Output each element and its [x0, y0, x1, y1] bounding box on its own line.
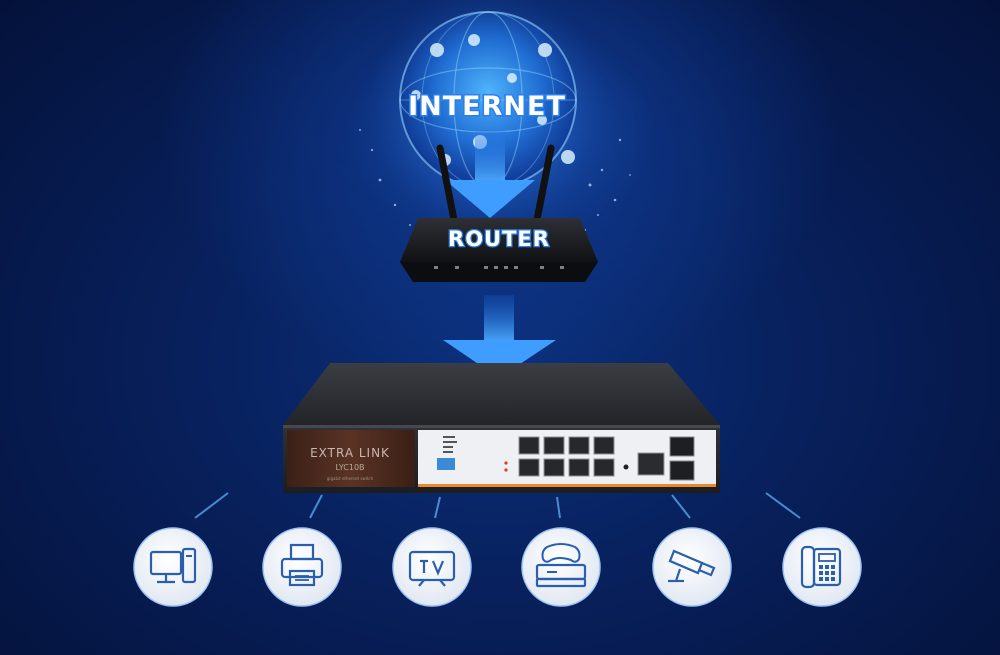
- device-item: [392, 527, 472, 607]
- ethernet-port: [568, 436, 590, 455]
- globe-particles: [359, 129, 631, 231]
- device-connector-lines: [194, 492, 801, 519]
- internet-label: INTERNET: [408, 91, 566, 122]
- network-switch: [283, 363, 720, 493]
- router-label: ROUTER: [448, 227, 550, 251]
- ethernet-port: [518, 436, 540, 455]
- ethernet-port-group: [518, 436, 615, 477]
- device-item: [782, 527, 862, 607]
- game-console-icon: [535, 543, 587, 588]
- ethernet-port: [568, 458, 590, 477]
- router-device: [400, 144, 598, 282]
- device-item: [133, 527, 213, 607]
- switch-reset-button: [623, 464, 629, 470]
- ethernet-port: [518, 458, 540, 477]
- device-item: [652, 527, 732, 607]
- ethernet-port: [593, 458, 615, 477]
- device-item: [521, 527, 601, 607]
- switch-model: LYC10B: [335, 463, 364, 472]
- uplink-port: [637, 452, 665, 476]
- router-antenna-right: [532, 144, 555, 229]
- device-circle: [521, 527, 601, 607]
- desktop-computer-icon: [149, 547, 197, 584]
- device-circle: [262, 527, 342, 607]
- ethernet-port: [593, 436, 615, 455]
- ethernet-port: [543, 458, 565, 477]
- device-row: [133, 527, 862, 607]
- switch-status-leds: [437, 436, 508, 472]
- internet-globe: [359, 0, 631, 231]
- device-circle: [133, 527, 213, 607]
- globe-node-icons: [411, 34, 575, 166]
- device-circle: [652, 527, 732, 607]
- device-circle: [392, 527, 472, 607]
- router-antenna-left: [436, 144, 459, 229]
- printer-icon: [280, 543, 324, 587]
- switch-brand: EXTRA LINK: [310, 446, 390, 460]
- tv-icon: [408, 550, 456, 587]
- sfp-ports: [669, 436, 695, 481]
- security-camera-icon: [668, 549, 716, 583]
- device-item: [262, 527, 342, 607]
- desk-phone-icon: [800, 545, 842, 589]
- switch-wood-panel: [287, 430, 415, 487]
- switch-port-panel: [418, 430, 716, 487]
- arrow-internet-to-router: [445, 130, 535, 218]
- ethernet-port: [543, 436, 565, 455]
- arrow-router-to-switch: [443, 295, 556, 378]
- switch-subtitle: gigabit ethernet switch: [327, 476, 374, 481]
